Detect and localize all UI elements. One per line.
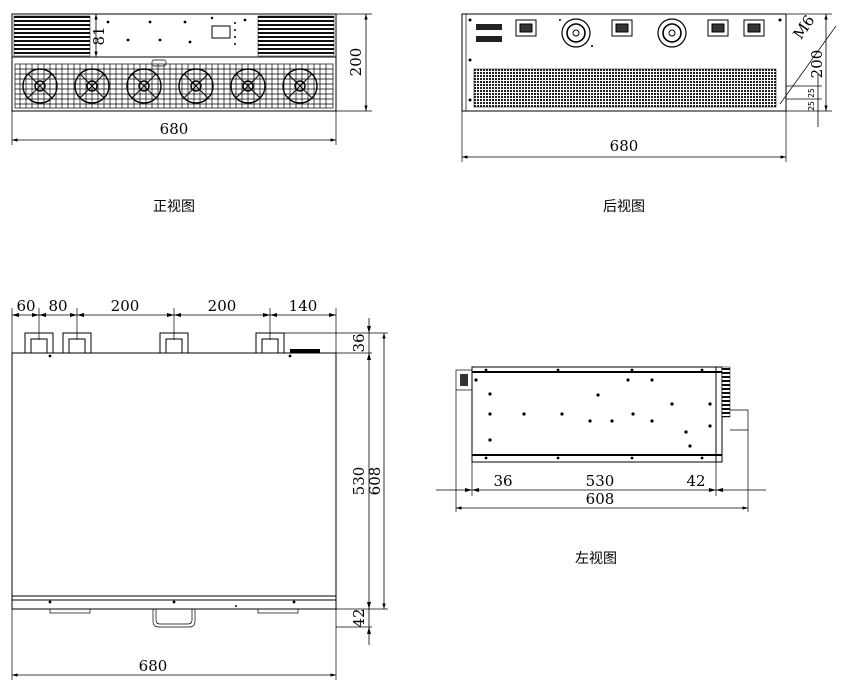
left-view: 36 530 42 608 左视图 <box>436 366 766 567</box>
top-total-depth-label: 608 <box>366 467 384 496</box>
top-view: 60 80 200 200 140 36 530 608 42 680 <box>11 297 388 680</box>
front-display <box>211 25 231 39</box>
top-rear-offset-label: 42 <box>350 608 368 627</box>
rear-terminals <box>515 19 765 37</box>
rear-height-label: 200 <box>808 50 826 79</box>
front-fan-grid <box>14 63 334 109</box>
rear-vent <box>473 68 777 108</box>
left-front-offset-label: 36 <box>493 472 512 490</box>
top-body-depth-label: 530 <box>350 467 368 496</box>
front-view-caption: 正视图 <box>153 199 195 215</box>
top-width-200-b: 200 <box>208 297 237 315</box>
front-width-label: 680 <box>160 120 189 138</box>
rear-view-caption: 后视图 <box>603 199 645 215</box>
rear-offset-b-label: 25 <box>807 101 816 111</box>
top-width-140: 140 <box>289 297 318 315</box>
rear-view: M6 200 25 25 680 后视图 <box>461 12 837 215</box>
rear-thread-label: M6 <box>789 12 818 43</box>
rear-fans <box>561 18 687 48</box>
front-top-height-label: 81 <box>90 26 108 45</box>
left-body-depth-label: 530 <box>586 472 615 490</box>
top-width-80: 80 <box>48 297 67 315</box>
top-width-200-a: 200 <box>111 297 140 315</box>
rear-offset-a-label: 25 <box>807 88 816 98</box>
left-total-depth-label: 608 <box>586 490 615 508</box>
front-height-label: 200 <box>347 48 365 77</box>
rear-width-label: 680 <box>610 137 639 155</box>
left-view-caption: 左视图 <box>575 551 617 567</box>
front-vent-left <box>13 15 91 57</box>
left-rear-offset-label: 42 <box>686 472 705 490</box>
top-total-width-label: 680 <box>139 657 168 675</box>
top-front-offset-label: 36 <box>350 333 368 352</box>
front-vent-right <box>257 15 335 57</box>
front-view: 81 200 680 正视图 <box>11 13 372 215</box>
top-width-60: 60 <box>16 297 35 315</box>
